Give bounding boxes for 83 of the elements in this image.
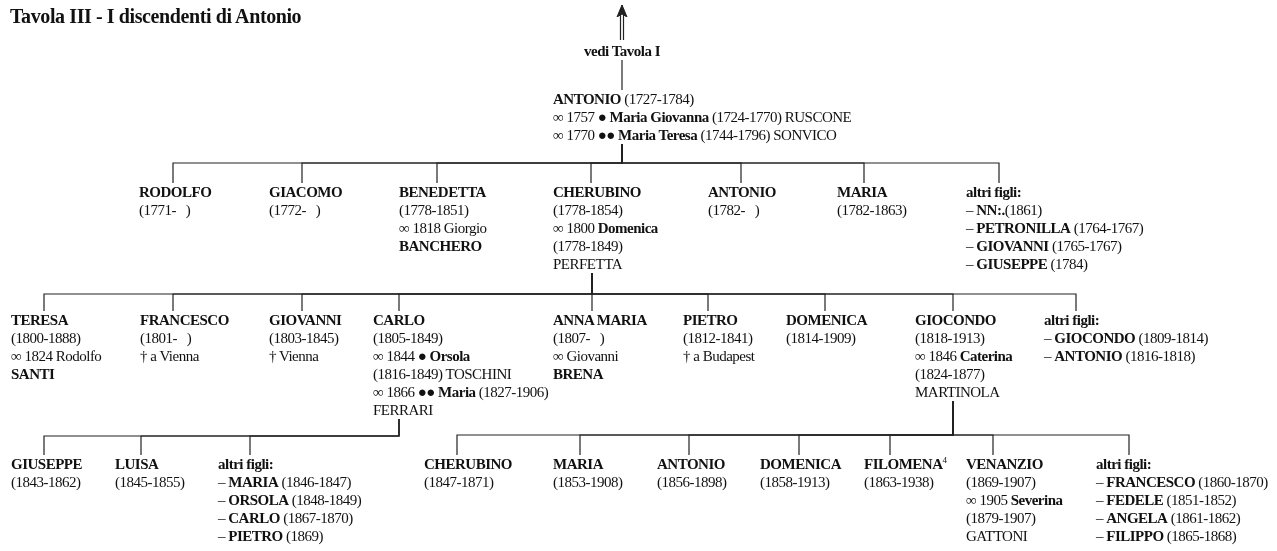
person-detail: (1863-1938) xyxy=(864,473,934,491)
person-detail: (1782-1863) xyxy=(837,201,907,219)
person-name: FRANCESCO xyxy=(140,311,229,329)
person-detail: (1814-1909) xyxy=(786,329,856,347)
person-detail: (1803-1845) xyxy=(269,329,339,347)
list-item: – ANGELA (1861-1862) xyxy=(1096,509,1241,527)
family-line xyxy=(249,418,400,456)
person-name: PIETRO xyxy=(683,311,738,329)
person-detail: ∞ Giovanni BRENA xyxy=(553,347,620,383)
family-line xyxy=(621,59,623,91)
person-detail: ∞ 1866 ●● Maria (1827-1906) FERRARI xyxy=(373,383,550,419)
list-item: – FEDELE (1851-1852) xyxy=(1096,491,1236,509)
list-item: – PETRONILLA (1764-1767) xyxy=(966,219,1144,237)
person-name: DOMENICA xyxy=(760,455,841,473)
list-item: – GIOVANNI (1765-1767) xyxy=(966,237,1122,255)
person-name: CHERUBINO xyxy=(424,455,512,473)
reference-arrow xyxy=(616,4,628,41)
person-detail: ∞ 1800 Domenica (1778-1849) PERFETTA xyxy=(553,219,659,273)
person-name: GIACOMO xyxy=(269,183,343,201)
list-heading: altri figli: xyxy=(1044,311,1100,329)
person-detail: ∞ 1770 ●● Maria Teresa (1744-1796) SONVICO xyxy=(553,126,837,144)
person-detail: (1818-1913) xyxy=(915,329,985,347)
person-detail: † a Vienna xyxy=(140,347,199,365)
person-name: TERESA xyxy=(11,311,69,329)
person-name: GIUSEPPE xyxy=(11,455,82,473)
person-name: GIOCONDO xyxy=(915,311,996,329)
person-detail: (1805-1849) xyxy=(373,329,443,347)
person-detail: (1853-1908) xyxy=(553,473,623,491)
list-item: – ORSOLA (1848-1849) xyxy=(218,491,362,509)
person-name: FILOMENA$^{4}$ xyxy=(864,455,947,473)
person-detail: (1772- ) xyxy=(269,201,321,219)
person-name: VENANZIO xyxy=(966,455,1043,473)
list-item: – FILIPPO (1865-1868) xyxy=(1096,527,1237,545)
person-detail: (1869-1907) xyxy=(966,473,1036,491)
person-detail: (1843-1862) xyxy=(11,473,81,491)
list-item: – NN:.(1861) xyxy=(966,201,1042,219)
person-detail: (1778-1851) xyxy=(399,201,469,219)
person-name: ANNA MARIA xyxy=(553,311,647,329)
person-detail: ∞ 1824 Rodolfo SANTI xyxy=(11,347,103,383)
person-name: CARLO xyxy=(373,311,425,329)
cross-reference-label: vedi Tavola I xyxy=(584,42,660,60)
person-detail: (1812-1841) xyxy=(683,329,753,347)
person-detail: † a Budapest xyxy=(683,347,755,365)
person-detail: † Vienna xyxy=(269,347,319,365)
person-detail: ∞ 1818 Giorgio BANCHERO xyxy=(399,219,488,255)
person-name: MARIA xyxy=(837,183,887,201)
person-name: GIOVANNI xyxy=(269,311,342,329)
person-name: RODOLFO xyxy=(139,183,212,201)
person-detail: (1845-1855) xyxy=(115,473,185,491)
person-name: LUISA xyxy=(115,455,159,473)
person-detail: ∞ 1844 ● Orsola (1816-1849) TOSCHINI xyxy=(373,347,513,383)
person-name: ANTONIO (1727-1784) xyxy=(553,90,694,108)
person-name: ANTONIO xyxy=(657,455,725,473)
person-detail: (1771- ) xyxy=(139,201,191,219)
list-item: – FRANCESCO (1860-1870) xyxy=(1096,473,1268,491)
diagram-title: Tavola III - I discendenti di Antonio xyxy=(10,5,302,28)
person-name: ANTONIO xyxy=(708,183,776,201)
person-detail: ∞ 1757 ● Maria Giovanna (1724-1770) RUSCONE xyxy=(553,108,852,126)
person-detail: (1847-1871) xyxy=(424,473,494,491)
list-heading: altri figli: xyxy=(1096,455,1152,473)
list-item: – CARLO (1867-1870) xyxy=(218,509,353,527)
person-name: MARIA xyxy=(553,455,603,473)
person-detail: (1778-1854) xyxy=(553,201,623,219)
person-detail: (1800-1888) xyxy=(11,329,81,347)
family-line xyxy=(621,143,1000,184)
list-item: – ANTONIO (1816-1818) xyxy=(1044,347,1195,365)
person-name: DOMENICA xyxy=(786,311,867,329)
list-item: – GIUSEPPE (1784) xyxy=(966,255,1088,273)
list-item: – GIOCONDO (1809-1814) xyxy=(1044,329,1208,347)
person-detail: (1801- ) xyxy=(140,329,192,347)
person-detail: (1856-1898) xyxy=(657,473,727,491)
person-name: BENEDETTA xyxy=(399,183,486,201)
list-heading: altri figli: xyxy=(218,455,274,473)
list-item: – MARIA (1846-1847) xyxy=(218,473,351,491)
person-name: CHERUBINO xyxy=(553,183,641,201)
list-item: – PIETRO (1869) xyxy=(218,527,323,545)
person-detail: (1782- ) xyxy=(708,201,760,219)
family-line xyxy=(591,272,1077,312)
person-detail: (1858-1913) xyxy=(760,473,830,491)
list-heading: altri figli: xyxy=(966,183,1022,201)
person-detail: ∞ 1905 Severina (1879-1907) GATTONI xyxy=(966,491,1064,545)
person-detail: (1807- ) xyxy=(553,329,605,347)
person-detail: ∞ 1846 Caterina (1824-1877) MARTINOLA xyxy=(915,347,1014,401)
